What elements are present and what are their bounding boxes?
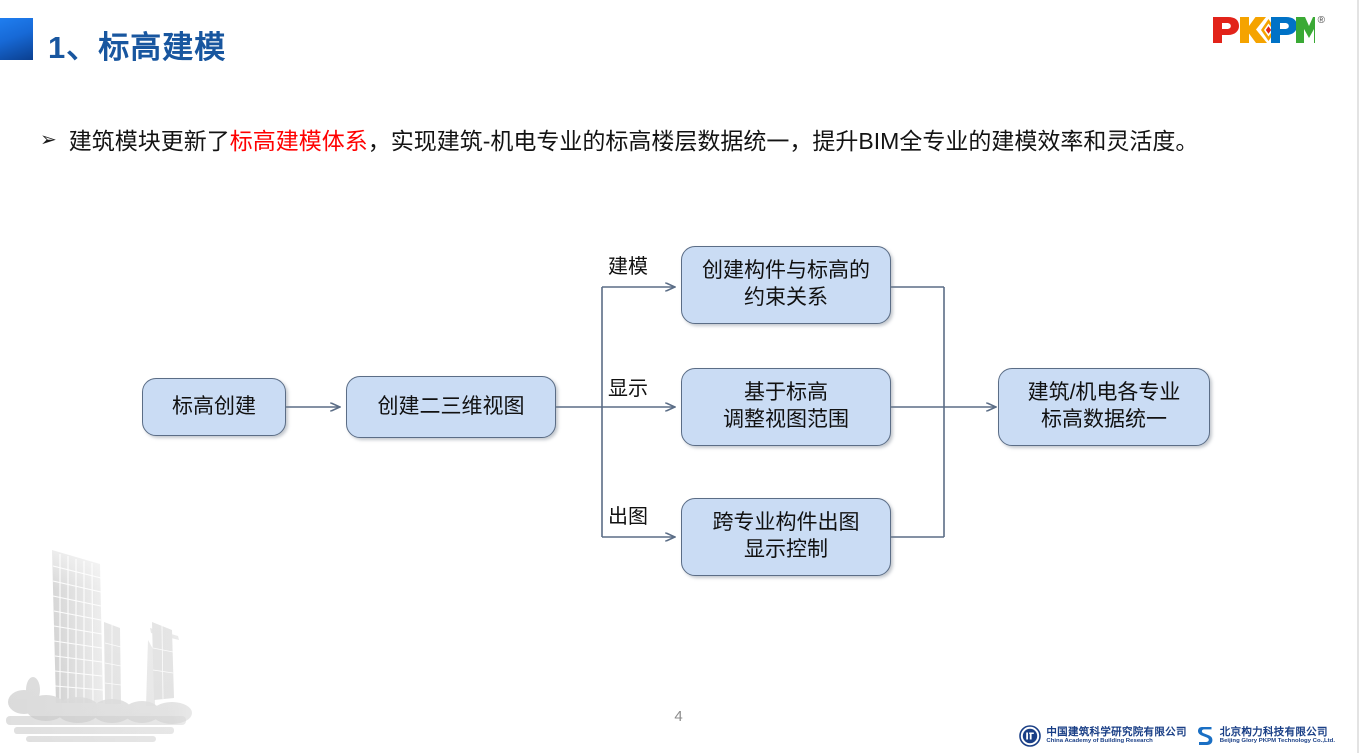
- pkpm-logo-mark: [1212, 17, 1315, 43]
- footer-logos: 中国建筑科学研究院有限公司 China Academy of Building …: [1019, 725, 1335, 747]
- flow-node-model[interactable]: 创建构件与标高的 约束关系: [681, 246, 891, 324]
- flow-node-start[interactable]: 标高创建: [142, 378, 286, 436]
- glory-pkpm-logo-text: 北京构力科技有限公司 Beijing Glory PKPM Technology…: [1220, 727, 1335, 744]
- flow-node-display-label-line2: 调整视图范围: [723, 408, 849, 431]
- cabr-name-en: China Academy of Building Research: [1046, 738, 1153, 745]
- title-accent-bar: [0, 18, 33, 60]
- flow-node-drawing-label-line1: 跨专业构件出图: [712, 511, 860, 535]
- registered-mark: ®: [1317, 15, 1325, 26]
- flow-node-result-label-line1: 建筑/机电各专业: [1027, 381, 1181, 405]
- flow-node-views-label: 创建二三维视图: [377, 394, 525, 418]
- cabr-logo: 中国建筑科学研究院有限公司 China Academy of Building …: [1019, 725, 1186, 747]
- flow-node-drawing[interactable]: 跨专业构件出图 显示控制: [681, 498, 891, 576]
- branch-label-model: 建模: [608, 256, 648, 278]
- cabr-name-cn: 中国建筑科学研究院有限公司: [1046, 726, 1187, 739]
- flow-node-drawing-label-line2: 显示控制: [744, 538, 828, 561]
- bullet-arrow-icon: ➢: [40, 129, 57, 151]
- flow-connectors: [286, 190, 1359, 610]
- flow-node-result-label-line2: 标高数据统一: [1041, 408, 1167, 431]
- branch-label-drawing: 出图: [608, 506, 648, 528]
- pkpm-logo: ®: [1211, 14, 1325, 48]
- flow-node-display[interactable]: 基于标高 调整视图范围: [681, 368, 891, 446]
- bullet-text-highlight: 标高建模体系: [229, 128, 368, 154]
- flow-diagram: 标高创建 创建二三维视图 创建构件与标高的 约束关系 基于标高 调整视图范围 跨…: [0, 190, 1359, 610]
- glory-pkpm-logo: 北京构力科技有限公司 Beijing Glory PKPM Technology…: [1197, 725, 1335, 747]
- page-number: 4: [674, 708, 683, 725]
- page-title: 1、标高建模: [48, 30, 227, 65]
- flow-node-display-label-line1: 基于标高: [744, 381, 828, 405]
- flow-node-result[interactable]: 建筑/机电各专业 标高数据统一: [998, 368, 1210, 446]
- bullet-text-part-2: ，实现建筑-机电专业的标高楼层数据统一，提升BIM全专业的建模效率和灵活度。: [367, 128, 1199, 154]
- bullet-text-part-1: 建筑模块更新了: [68, 128, 230, 154]
- flow-node-start-label: 标高创建: [172, 394, 256, 418]
- flow-node-views[interactable]: 创建二三维视图: [346, 376, 556, 438]
- cabr-logo-text: 中国建筑科学研究院有限公司 China Academy of Building …: [1046, 727, 1186, 744]
- cabr-emblem-icon: [1019, 725, 1042, 747]
- bullet-paragraph: ➢ 建筑模块更新了标高建模体系，实现建筑-机电专业的标高楼层数据统一，提升BIM…: [40, 126, 1333, 157]
- glory-pkpm-name-cn: 北京构力科技有限公司: [1219, 726, 1328, 739]
- bullet-text: 建筑模块更新了标高建模体系，实现建筑-机电专业的标高楼层数据统一，提升BIM全专…: [69, 126, 1199, 157]
- glory-pkpm-emblem-icon: [1197, 727, 1213, 745]
- glory-pkpm-name-en: Beijing Glory PKPM Technology Co.,Ltd.: [1219, 738, 1335, 745]
- branch-label-display: 显示: [608, 378, 648, 400]
- flow-node-model-label-line2: 约束关系: [744, 286, 828, 309]
- flow-node-model-label-line1: 创建构件与标高的: [702, 259, 870, 283]
